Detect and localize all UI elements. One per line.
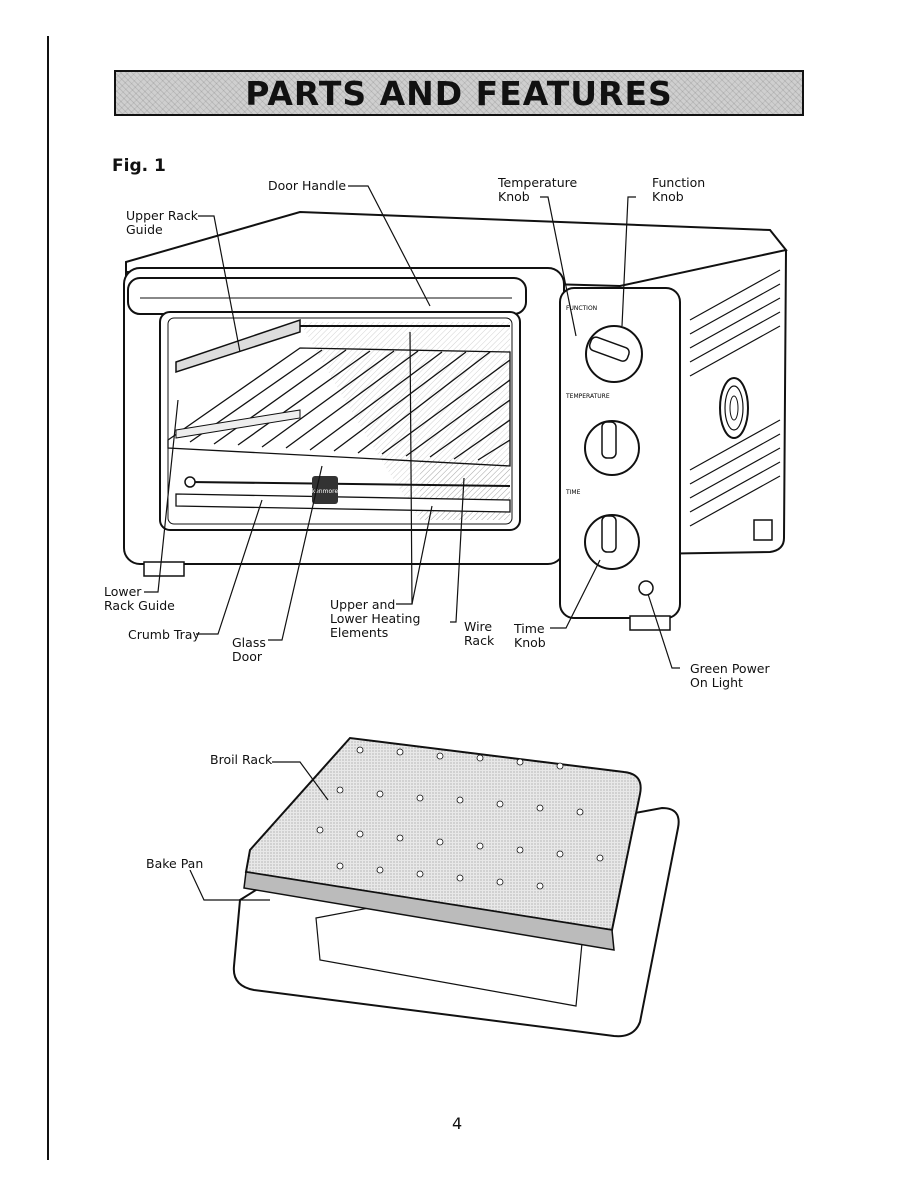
callout-green-power-light: Green Power On Light — [690, 662, 770, 690]
callout-green-power-light-line2: On Light — [690, 675, 743, 690]
section-header-banner: PARTS AND FEATURES — [114, 70, 804, 116]
function-dial-title: FUNCTION — [566, 305, 597, 312]
callout-door-handle: Door Handle — [268, 178, 347, 193]
callout-temperature-knob-line1: Temperature — [498, 175, 578, 190]
callout-lower-rack-guide-line1: Lower — [104, 584, 142, 599]
callout-function-knob-line1: Function — [652, 175, 706, 190]
callout-upper-rack-guide-line2: Guide — [126, 222, 163, 237]
page-title: PARTS AND FEATURES — [245, 73, 673, 113]
callout-heating-elements-line1: Upper and — [330, 597, 396, 612]
callout-temperature-knob-line2: Knob — [498, 189, 530, 204]
time-dial-title: TIME — [565, 489, 581, 496]
callout-upper-rack-guide: Upper Rack Guide — [126, 209, 198, 237]
callout-green-power-light-line1: Green Power — [690, 661, 770, 676]
callout-heating-elements: Upper and Lower Heating Elements — [330, 598, 420, 640]
callout-time-knob-line2: Knob — [514, 635, 546, 650]
brand-badge: kenmore — [312, 488, 339, 495]
figure-label: Fig. 1 — [112, 156, 166, 176]
callout-heating-elements-line3: Elements — [330, 625, 389, 640]
callout-lower-rack-guide: Lower Rack Guide — [104, 585, 175, 613]
callout-wire-rack-line1: Wire — [464, 619, 493, 634]
callout-glass-door-line2: Door — [232, 649, 263, 664]
callout-glass-door-line1: Glass — [232, 635, 266, 650]
left-margin-rule — [47, 36, 49, 1160]
callout-glass-door: Glass Door — [232, 636, 266, 664]
callout-time-knob: Time Knob — [514, 622, 546, 650]
page-number: 4 — [452, 1114, 463, 1133]
callout-function-knob-line2: Knob — [652, 189, 684, 204]
callout-heating-elements-line2: Lower Heating — [330, 611, 421, 626]
callout-function-knob: Function Knob — [652, 176, 705, 204]
callout-upper-rack-guide-line1: Upper Rack — [126, 208, 199, 223]
temperature-dial-title: TEMPERATURE — [565, 393, 610, 400]
callout-time-knob-line1: Time — [514, 621, 545, 636]
callout-crumb-tray: Crumb Tray — [128, 627, 200, 642]
callout-temperature-knob: Temperature Knob — [498, 176, 577, 204]
callout-bake-pan: Bake Pan — [146, 856, 204, 871]
callout-wire-rack-line2: Rack — [464, 633, 495, 648]
callout-wire-rack: Wire Rack — [464, 620, 494, 648]
callout-lower-rack-guide-line2: Rack Guide — [104, 598, 175, 613]
callout-broil-rack: Broil Rack — [210, 752, 273, 767]
